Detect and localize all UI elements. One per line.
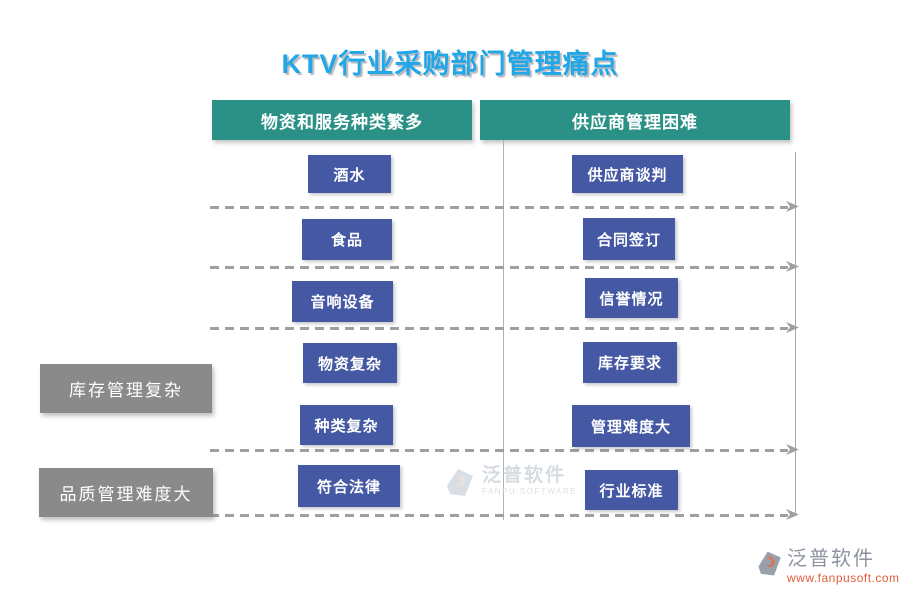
dashed-arrow xyxy=(210,444,799,455)
item-box-audio: 音响设备 xyxy=(292,281,393,322)
arrow-head-icon xyxy=(786,322,800,334)
dashed-arrow xyxy=(210,509,799,520)
column-header-materials: 物资和服务种类繁多 xyxy=(212,100,472,140)
center-divider-line xyxy=(503,140,504,520)
dashed-arrow xyxy=(210,201,799,212)
arrow-head-icon xyxy=(786,261,800,273)
item-box-standard: 行业标准 xyxy=(585,470,678,510)
footer-brand: 泛普软件 xyxy=(787,548,875,570)
arrow-head-icon xyxy=(786,444,800,456)
item-box-drinks: 酒水 xyxy=(308,155,391,193)
watermark-subtitle: FANPU SOFTWARE xyxy=(482,487,577,496)
arrow-head-icon xyxy=(786,201,800,213)
item-box-inventory-req: 库存要求 xyxy=(583,342,677,383)
side-label-quality: 品质管理难度大 xyxy=(39,468,213,517)
arrow-head-icon xyxy=(786,509,800,521)
item-box-food: 食品 xyxy=(302,219,392,260)
fanpu-logo-icon xyxy=(756,549,784,584)
footer-logo: 泛普软件 www.fanpusoft.com xyxy=(756,549,900,584)
fanpu-logo-icon xyxy=(443,466,477,505)
item-box-negotiation: 供应商谈判 xyxy=(572,155,683,193)
item-box-difficulty: 管理难度大 xyxy=(572,405,690,447)
item-box-reputation: 信誉情况 xyxy=(585,278,678,318)
dashed-arrow xyxy=(210,261,799,272)
column-header-suppliers: 供应商管理困难 xyxy=(480,100,790,140)
item-box-variety: 种类复杂 xyxy=(300,405,393,445)
item-box-materials: 物资复杂 xyxy=(303,343,397,383)
right-guide-line xyxy=(795,152,796,515)
item-box-legal: 符合法律 xyxy=(298,465,400,507)
item-box-contract: 合同签订 xyxy=(583,218,675,260)
footer-url: www.fanpusoft.com xyxy=(787,571,900,585)
watermark: 泛普软件 FANPU SOFTWARE xyxy=(443,466,577,505)
page-title: KTV行业采购部门管理痛点 xyxy=(281,49,619,79)
dashed-arrow xyxy=(210,322,799,333)
side-label-inventory: 库存管理复杂 xyxy=(40,364,212,413)
watermark-brand: 泛普软件 xyxy=(482,465,567,486)
